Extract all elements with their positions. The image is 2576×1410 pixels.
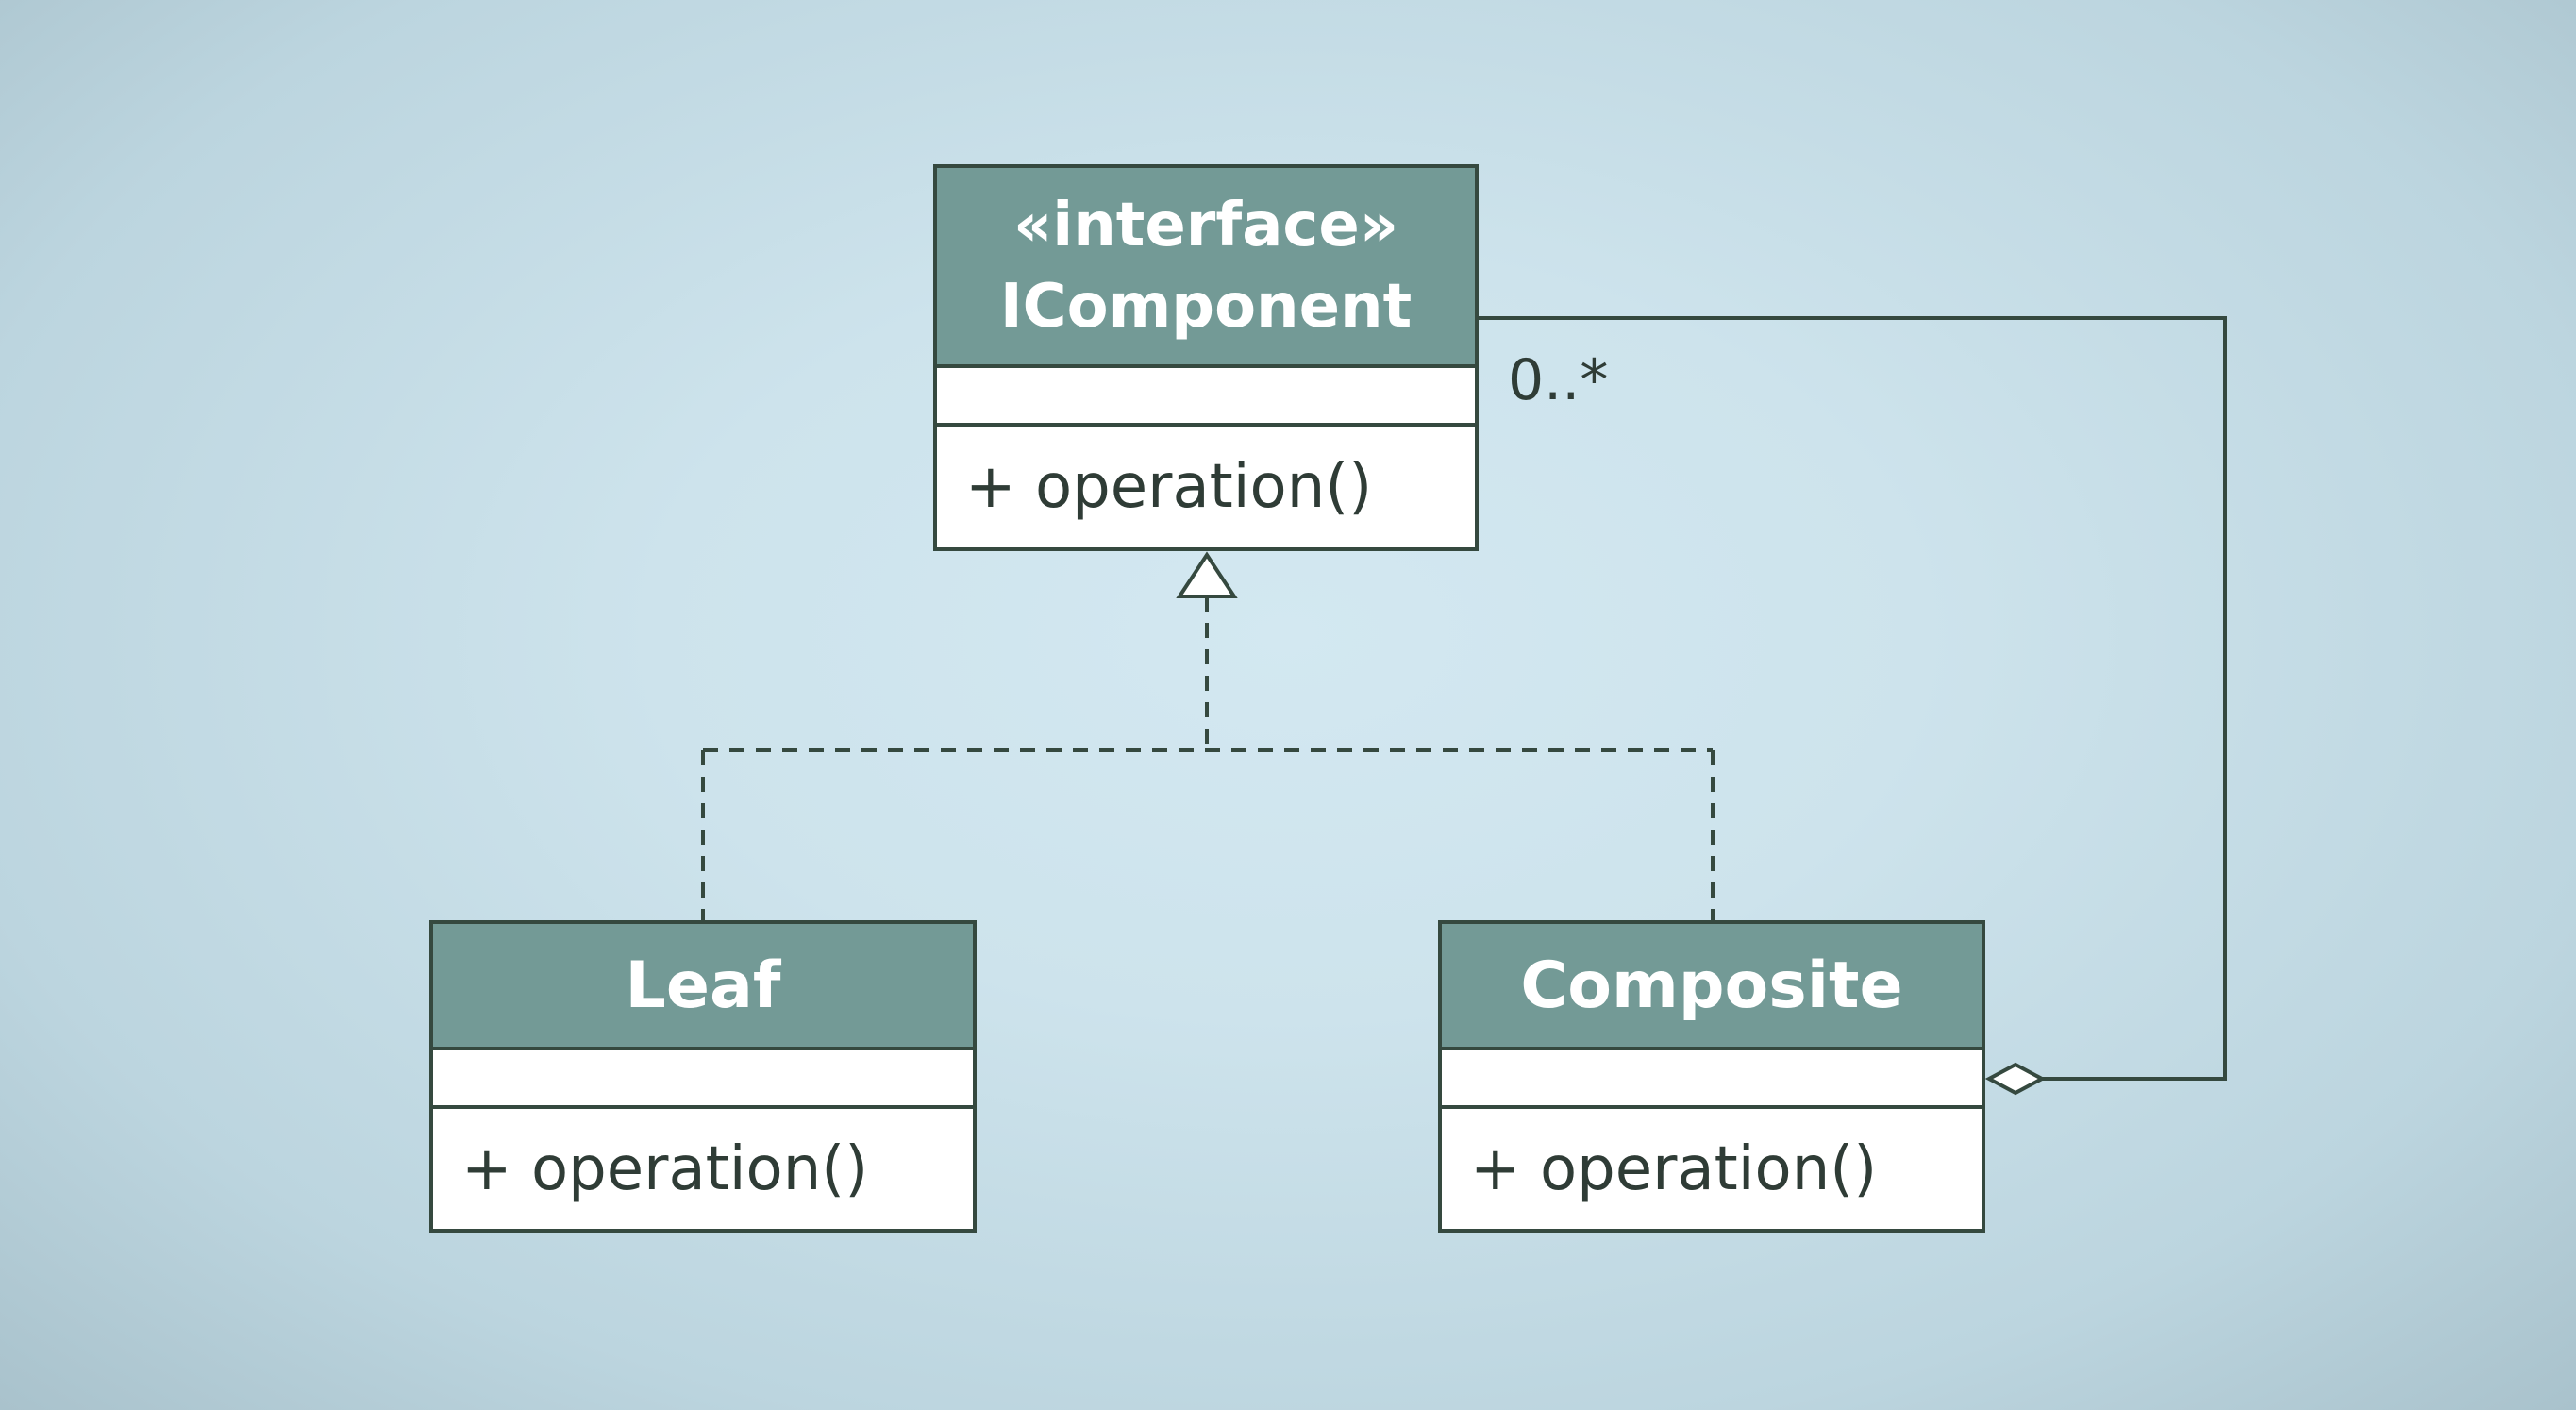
realization-arrowhead bbox=[1176, 551, 1238, 598]
icomponent-header: «interface» IComponent bbox=[937, 168, 1475, 368]
realization-connector bbox=[701, 596, 1715, 920]
composite-header: Composite bbox=[1442, 924, 1982, 1050]
icomponent-class-box: «interface» IComponent + operation() bbox=[933, 164, 1479, 551]
icomponent-attributes-section bbox=[937, 368, 1475, 427]
composite-operation: + operation() bbox=[1470, 1133, 1878, 1204]
interface-stereotype: «interface» bbox=[1012, 191, 1399, 260]
composite-name: Composite bbox=[1520, 948, 1903, 1023]
icomponent-operations-section: + operation() bbox=[937, 427, 1475, 547]
leaf-class-box: Leaf + operation() bbox=[429, 920, 977, 1233]
leaf-header: Leaf bbox=[433, 924, 973, 1050]
aggregation-diamond bbox=[1984, 1062, 2047, 1096]
composite-attributes-section bbox=[1442, 1050, 1982, 1109]
leaf-operations-section: + operation() bbox=[433, 1109, 973, 1229]
leaf-attributes-section bbox=[433, 1050, 973, 1109]
icomponent-operation: + operation() bbox=[965, 452, 1373, 522]
aggregation-multiplicity: 0..* bbox=[1508, 347, 1609, 413]
composite-operations-section: + operation() bbox=[1442, 1109, 1982, 1229]
leaf-operation: + operation() bbox=[461, 1133, 869, 1204]
icomponent-name: IComponent bbox=[999, 272, 1413, 342]
leaf-name: Leaf bbox=[625, 948, 781, 1023]
composite-class-box: Composite + operation() bbox=[1438, 920, 1985, 1233]
